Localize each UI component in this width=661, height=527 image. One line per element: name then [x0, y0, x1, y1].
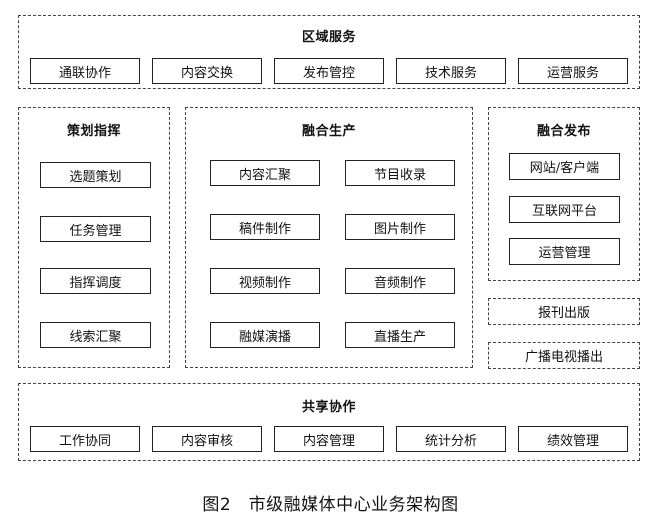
publishing-zone: 融合发布: [488, 107, 640, 281]
regional-item-operations: 运营服务: [518, 58, 628, 84]
production-zone: 融合生产: [185, 107, 473, 368]
production-item-live: 直播生产: [345, 322, 455, 348]
publishing-item-website: 网站/客户端: [509, 153, 620, 180]
production-item-image: 图片制作: [345, 214, 455, 240]
planning-item-dispatch: 指挥调度: [40, 268, 151, 294]
sharing-item-content-mgmt: 内容管理: [274, 426, 384, 452]
regional-service-zone: 区域服务: [18, 15, 640, 89]
regional-item-content-exchange: 内容交换: [152, 58, 262, 84]
broadcast-box: 广播电视播出: [488, 342, 640, 369]
regional-item-tech-service: 技术服务: [396, 58, 506, 84]
figure-caption: 图2 市级融媒体中心业务架构图: [202, 495, 459, 515]
publishing-item-internet: 互联网平台: [509, 196, 620, 223]
regional-item-liaison: 通联协作: [30, 58, 140, 84]
sharing-item-analytics: 统计分析: [396, 426, 506, 452]
newspaper-publishing-box: 报刊出版: [488, 298, 640, 325]
production-item-manuscript: 稿件制作: [210, 214, 320, 240]
planning-item-topic: 选题策划: [40, 162, 151, 188]
sharing-item-review: 内容审核: [152, 426, 262, 452]
planning-zone: 策划指挥: [18, 107, 170, 368]
planning-item-clues: 线索汇聚: [40, 322, 151, 348]
publishing-item-operations: 运营管理: [509, 238, 620, 265]
sharing-item-collab: 工作协同: [30, 426, 140, 452]
publishing-title: 融合发布: [536, 124, 591, 139]
production-item-studio: 融媒演播: [210, 322, 320, 348]
sharing-zone: 共享协作: [18, 383, 640, 461]
planning-item-task: 任务管理: [40, 216, 151, 242]
production-item-video: 视频制作: [210, 268, 320, 294]
production-title: 融合生产: [301, 124, 356, 139]
regional-service-title: 区域服务: [301, 30, 356, 45]
planning-title: 策划指挥: [66, 124, 121, 139]
sharing-title: 共享协作: [301, 400, 356, 415]
production-item-content-gather: 内容汇聚: [210, 160, 320, 186]
production-item-program-record: 节目收录: [345, 160, 455, 186]
regional-item-publish-control: 发布管控: [274, 58, 384, 84]
sharing-item-performance: 绩效管理: [518, 426, 628, 452]
production-item-audio: 音频制作: [345, 268, 455, 294]
